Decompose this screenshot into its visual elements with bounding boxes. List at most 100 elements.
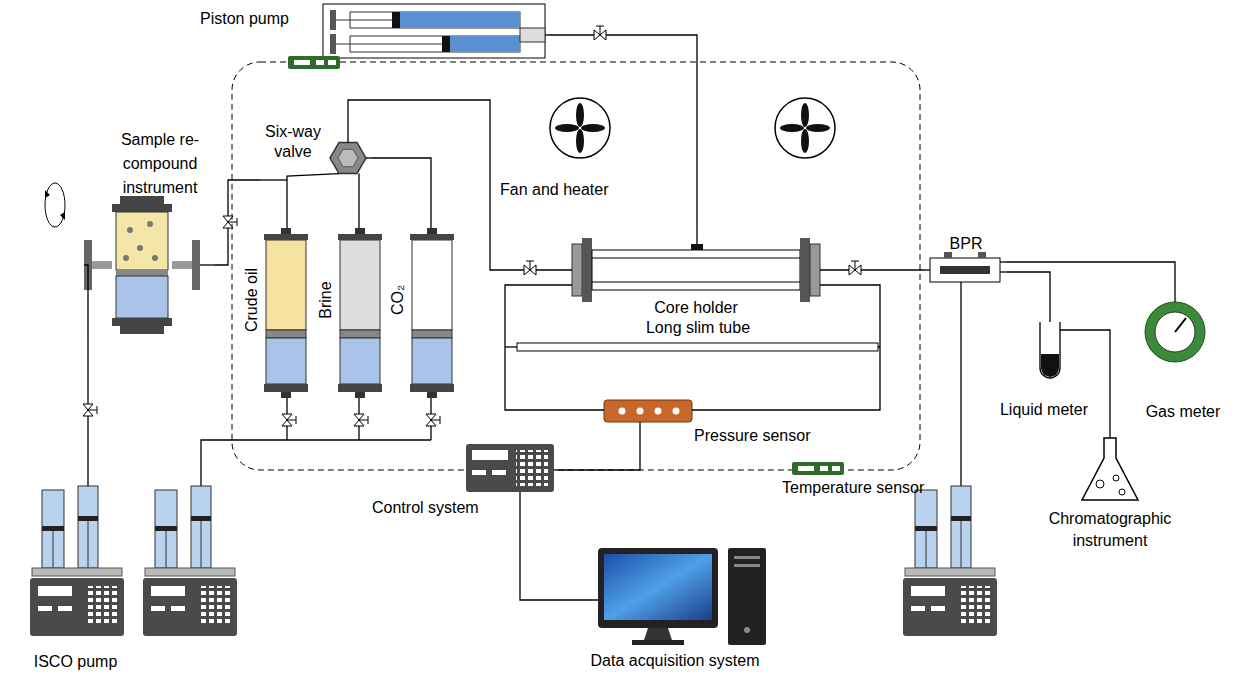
pipe-stub	[201, 440, 431, 486]
sample-recombination-cell	[116, 270, 168, 276]
pipe-stub	[570, 284, 572, 285]
sample-recombination-cell	[45, 183, 200, 334]
core-holder-symbol	[810, 244, 820, 296]
pipe-stub	[347, 118, 348, 142]
sample-recombination-cell	[137, 245, 143, 251]
pipe-stub	[87, 482, 88, 486]
core-holder: Core holder	[570, 230, 822, 318]
core-holder-symbol	[691, 244, 703, 250]
core-holder-symbol	[592, 282, 800, 283]
isco-pump-symbol	[903, 486, 997, 636]
piston-pump-symbol	[520, 28, 545, 42]
flask-symbol	[1096, 480, 1104, 488]
temperature-sensor-icon	[288, 56, 844, 475]
fluid-cylinder: Crude oil	[240, 228, 310, 414]
temperature-sensor-icon	[316, 60, 324, 65]
temperature-sensor-icon	[798, 466, 814, 471]
pipe-stub	[519, 492, 520, 518]
fan-symbol	[576, 103, 584, 127]
node-label: Liquid meter	[985, 400, 1103, 420]
piston-pump-symbol	[442, 36, 450, 52]
computer-symbol	[734, 564, 760, 567]
valve-symbol	[849, 261, 861, 275]
computer-symbol	[598, 548, 718, 628]
node-label: CO₂	[388, 285, 408, 315]
core-holder-symbol	[592, 258, 800, 259]
six-way-valve-symbol	[338, 149, 358, 166]
six-way-valve-symbol	[330, 142, 366, 173]
temperature-sensor-icon	[832, 466, 840, 471]
pipe-stub	[692, 409, 819, 410]
pipe-line	[215, 180, 260, 265]
pipe-stub	[287, 174, 339, 188]
fan-symbol	[801, 103, 809, 127]
sample-recombination-cell	[120, 326, 164, 334]
pipe-line	[505, 285, 604, 410]
control-unit	[472, 450, 508, 460]
pump-unit: Piston pump	[200, 0, 550, 66]
pipe-stub	[84, 265, 88, 338]
pipe-stub	[1000, 271, 1007, 272]
core-holder-symbol	[592, 250, 800, 290]
oven-boundary	[232, 62, 920, 470]
control-unit	[472, 470, 486, 475]
core-holder-symbol	[572, 244, 582, 296]
pressure-sensor-box	[673, 408, 680, 415]
part-label: Fan and heater	[500, 180, 609, 200]
pipe-stub	[505, 346, 517, 347]
pipe-stub	[696, 230, 697, 244]
pipe-stub	[554, 469, 562, 470]
fluid-cylinder	[412, 240, 452, 330]
sample-recombination-cell	[116, 212, 168, 270]
node-label: Piston pump	[200, 9, 300, 29]
pipe-line	[819, 285, 880, 410]
computer-unit: Data acquisition system	[555, 545, 795, 675]
pipe-stub	[820, 284, 822, 285]
pipe-stub	[84, 35, 1175, 600]
pipe-stub	[1174, 292, 1175, 302]
pressure-sensor-box	[637, 408, 644, 415]
gas-meter-symbol	[1155, 312, 1195, 352]
temperature-sensor-icon	[792, 462, 844, 475]
sample-recombination-cell	[45, 190, 65, 220]
valve-unit: Six-way valve	[260, 118, 372, 188]
fluid-cylinder: Brine	[314, 228, 382, 414]
control-unit: Control system	[372, 442, 562, 518]
pipe-line	[822, 269, 925, 270]
core-holder-symbol	[582, 238, 592, 302]
pipe-stub	[545, 34, 550, 35]
piston-pump-symbol	[400, 12, 520, 28]
pipe-stub	[366, 157, 372, 158]
fluid-cylinder	[410, 228, 454, 398]
pressure-sensor-box	[604, 400, 692, 422]
node-label: Brine	[316, 281, 336, 318]
computer-symbol	[734, 556, 760, 559]
pipe-line	[1103, 330, 1110, 430]
fan-symbol	[581, 124, 605, 132]
flask-symbol	[1082, 438, 1138, 500]
flask-symbol	[1113, 475, 1119, 481]
chromatograph: Chromatographic instrument	[1020, 430, 1200, 560]
pipe-stub	[820, 269, 822, 270]
fluid-cylinder	[264, 228, 454, 398]
control-unit	[516, 450, 548, 486]
node-label: Six-way valve	[260, 122, 326, 162]
valve-symbol	[524, 261, 536, 275]
pipe-stub	[960, 282, 961, 486]
slim-tube-symbol	[517, 343, 878, 351]
pressure-sensor-box	[655, 408, 662, 415]
node-label: Crude oil	[242, 268, 262, 332]
sample-recombination-cell	[112, 318, 172, 326]
valve-symbol	[223, 216, 237, 228]
temperature-sensor-icon	[294, 60, 310, 65]
sample-recombination-cell	[147, 221, 153, 227]
node-label: Pressure sensor	[694, 426, 819, 446]
pipe-line	[562, 454, 640, 470]
node-label: Data acquisition system	[555, 651, 795, 671]
node-label: Gas meter	[1130, 402, 1236, 422]
fluid-cylinder	[338, 228, 382, 398]
gas-meter-symbol	[1145, 302, 1205, 362]
pipe-stub	[639, 422, 640, 454]
